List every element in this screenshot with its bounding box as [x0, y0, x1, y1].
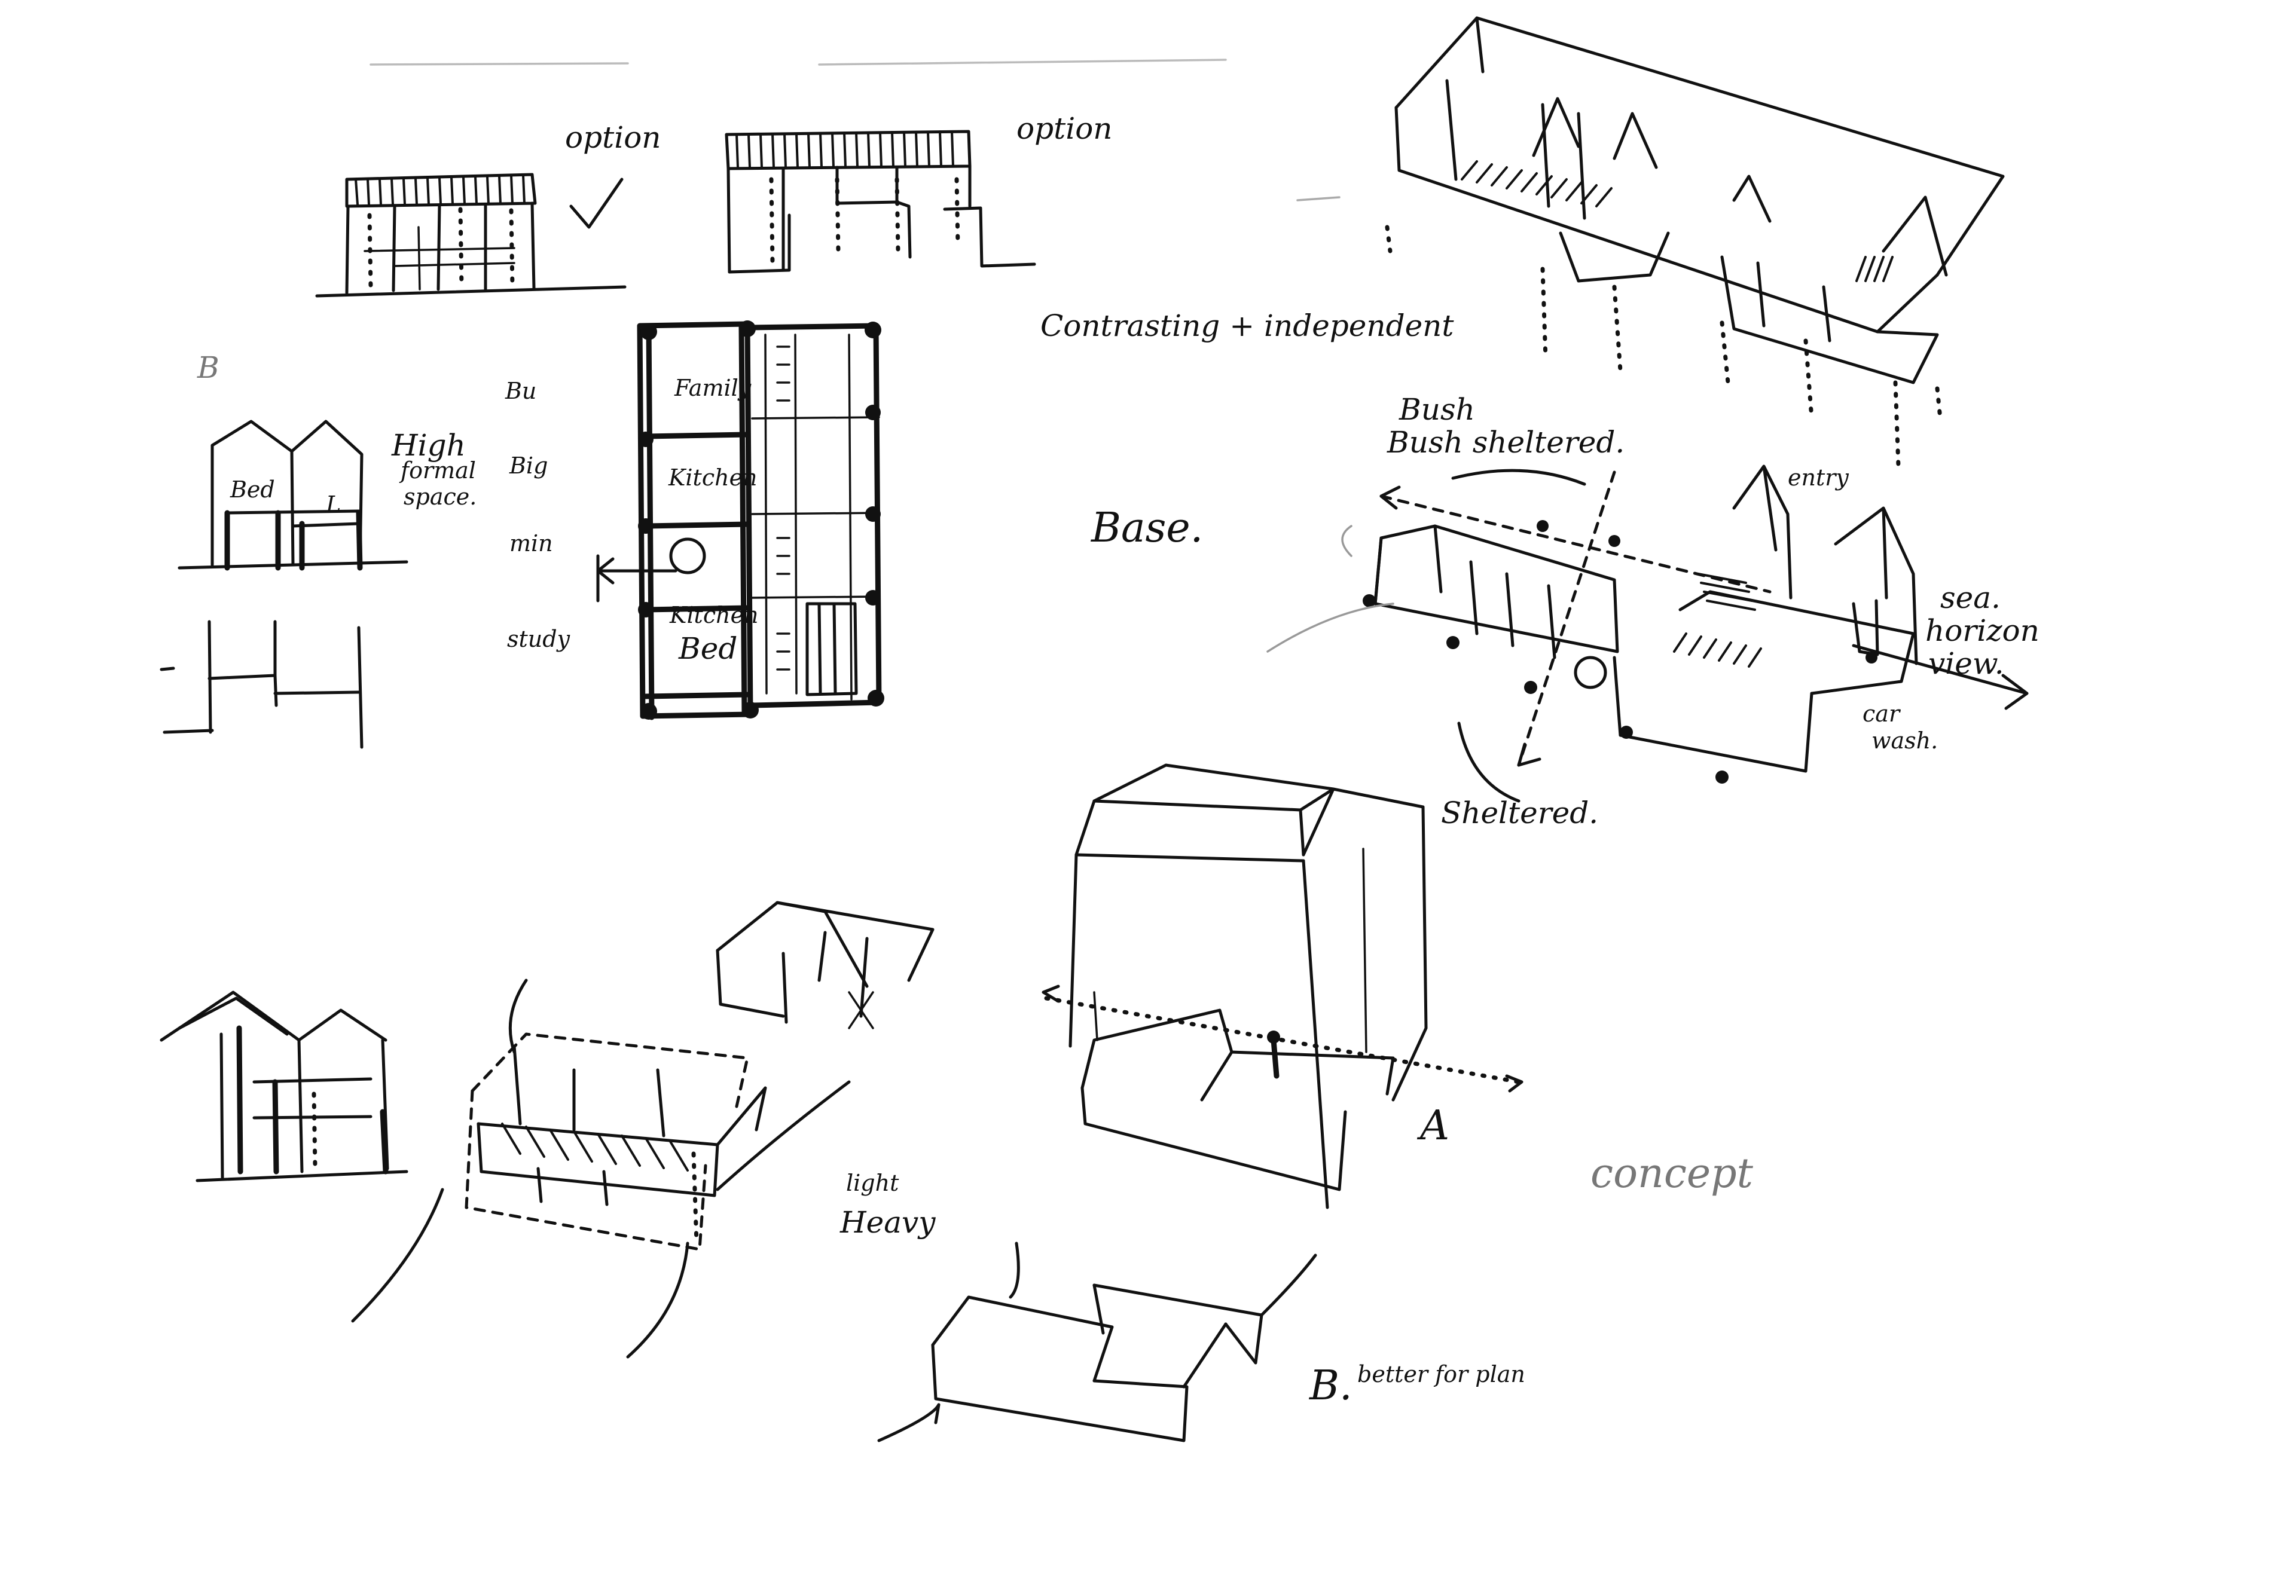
annotation-sea: sea.: [1940, 580, 2001, 615]
annotation-horizon: horizon: [1925, 613, 2039, 648]
elevation-option-2: [725, 130, 1036, 274]
annotation-b-mark: B: [197, 350, 219, 385]
annotation-concept: concept: [1590, 1150, 1753, 1197]
annotation-heavy: Heavy: [840, 1205, 936, 1240]
annotation-plan-side-2: Big: [509, 452, 548, 479]
annotation-bush: Bush: [1399, 392, 1475, 427]
annotation-b-option: B.: [1309, 1362, 1352, 1410]
light-heavy-axo: [351, 979, 851, 1359]
annotation-formal: formal: [401, 457, 476, 484]
annotation-plan-side-1: Bu: [505, 378, 537, 404]
annotation-room-kitchen-2: Kitchen: [670, 602, 759, 628]
floor-plan: [596, 320, 884, 720]
annotation-view: view.: [1928, 646, 2004, 681]
annotation-bush-sheltered: Bush sheltered.: [1387, 425, 1625, 460]
elevation-option-1: [315, 173, 627, 298]
annotation-base: Base.: [1091, 505, 1204, 552]
annotation-plan-side-3: min: [509, 530, 553, 557]
axonometric-upper: [1296, 16, 2005, 469]
annotation-b-option-note: better for plan: [1357, 1361, 1525, 1387]
annotation-option-1: option: [565, 120, 661, 155]
gable-elevation-lower: [160, 990, 408, 1182]
axonometric-base: [1266, 464, 2029, 803]
annotation-wash: wash.: [1871, 727, 1938, 754]
annotation-a-mark: A: [1420, 1102, 1450, 1149]
annotation-car: car: [1863, 701, 1900, 727]
annotation-l-mark: L: [326, 491, 341, 518]
annotation-plan-side-4: study: [507, 626, 570, 652]
annotation-room-kitchen-1: Kitchen: [668, 464, 758, 491]
annotation-contrasting: Contrasting + independent: [1040, 308, 1454, 343]
massing-small: [716, 901, 935, 1029]
open-section: [160, 620, 364, 749]
massing-option-b: [877, 1242, 1317, 1442]
massing-option-a: [1042, 763, 1523, 1209]
annotation-option-2: option: [1016, 111, 1113, 146]
annotation-sheltered: Sheltered.: [1441, 796, 1599, 830]
annotation-entry: entry: [1788, 464, 1849, 491]
annotation-high: High: [392, 428, 466, 463]
gable-section: [178, 420, 408, 571]
annotation-light: light: [846, 1170, 899, 1196]
annotation-bed: Bed: [230, 476, 275, 503]
scan-edge-lines: [370, 59, 1227, 66]
annotation-room-bed: Bed: [679, 631, 738, 666]
annotation-space: space.: [404, 484, 477, 510]
annotation-room-family: Family: [674, 375, 752, 401]
